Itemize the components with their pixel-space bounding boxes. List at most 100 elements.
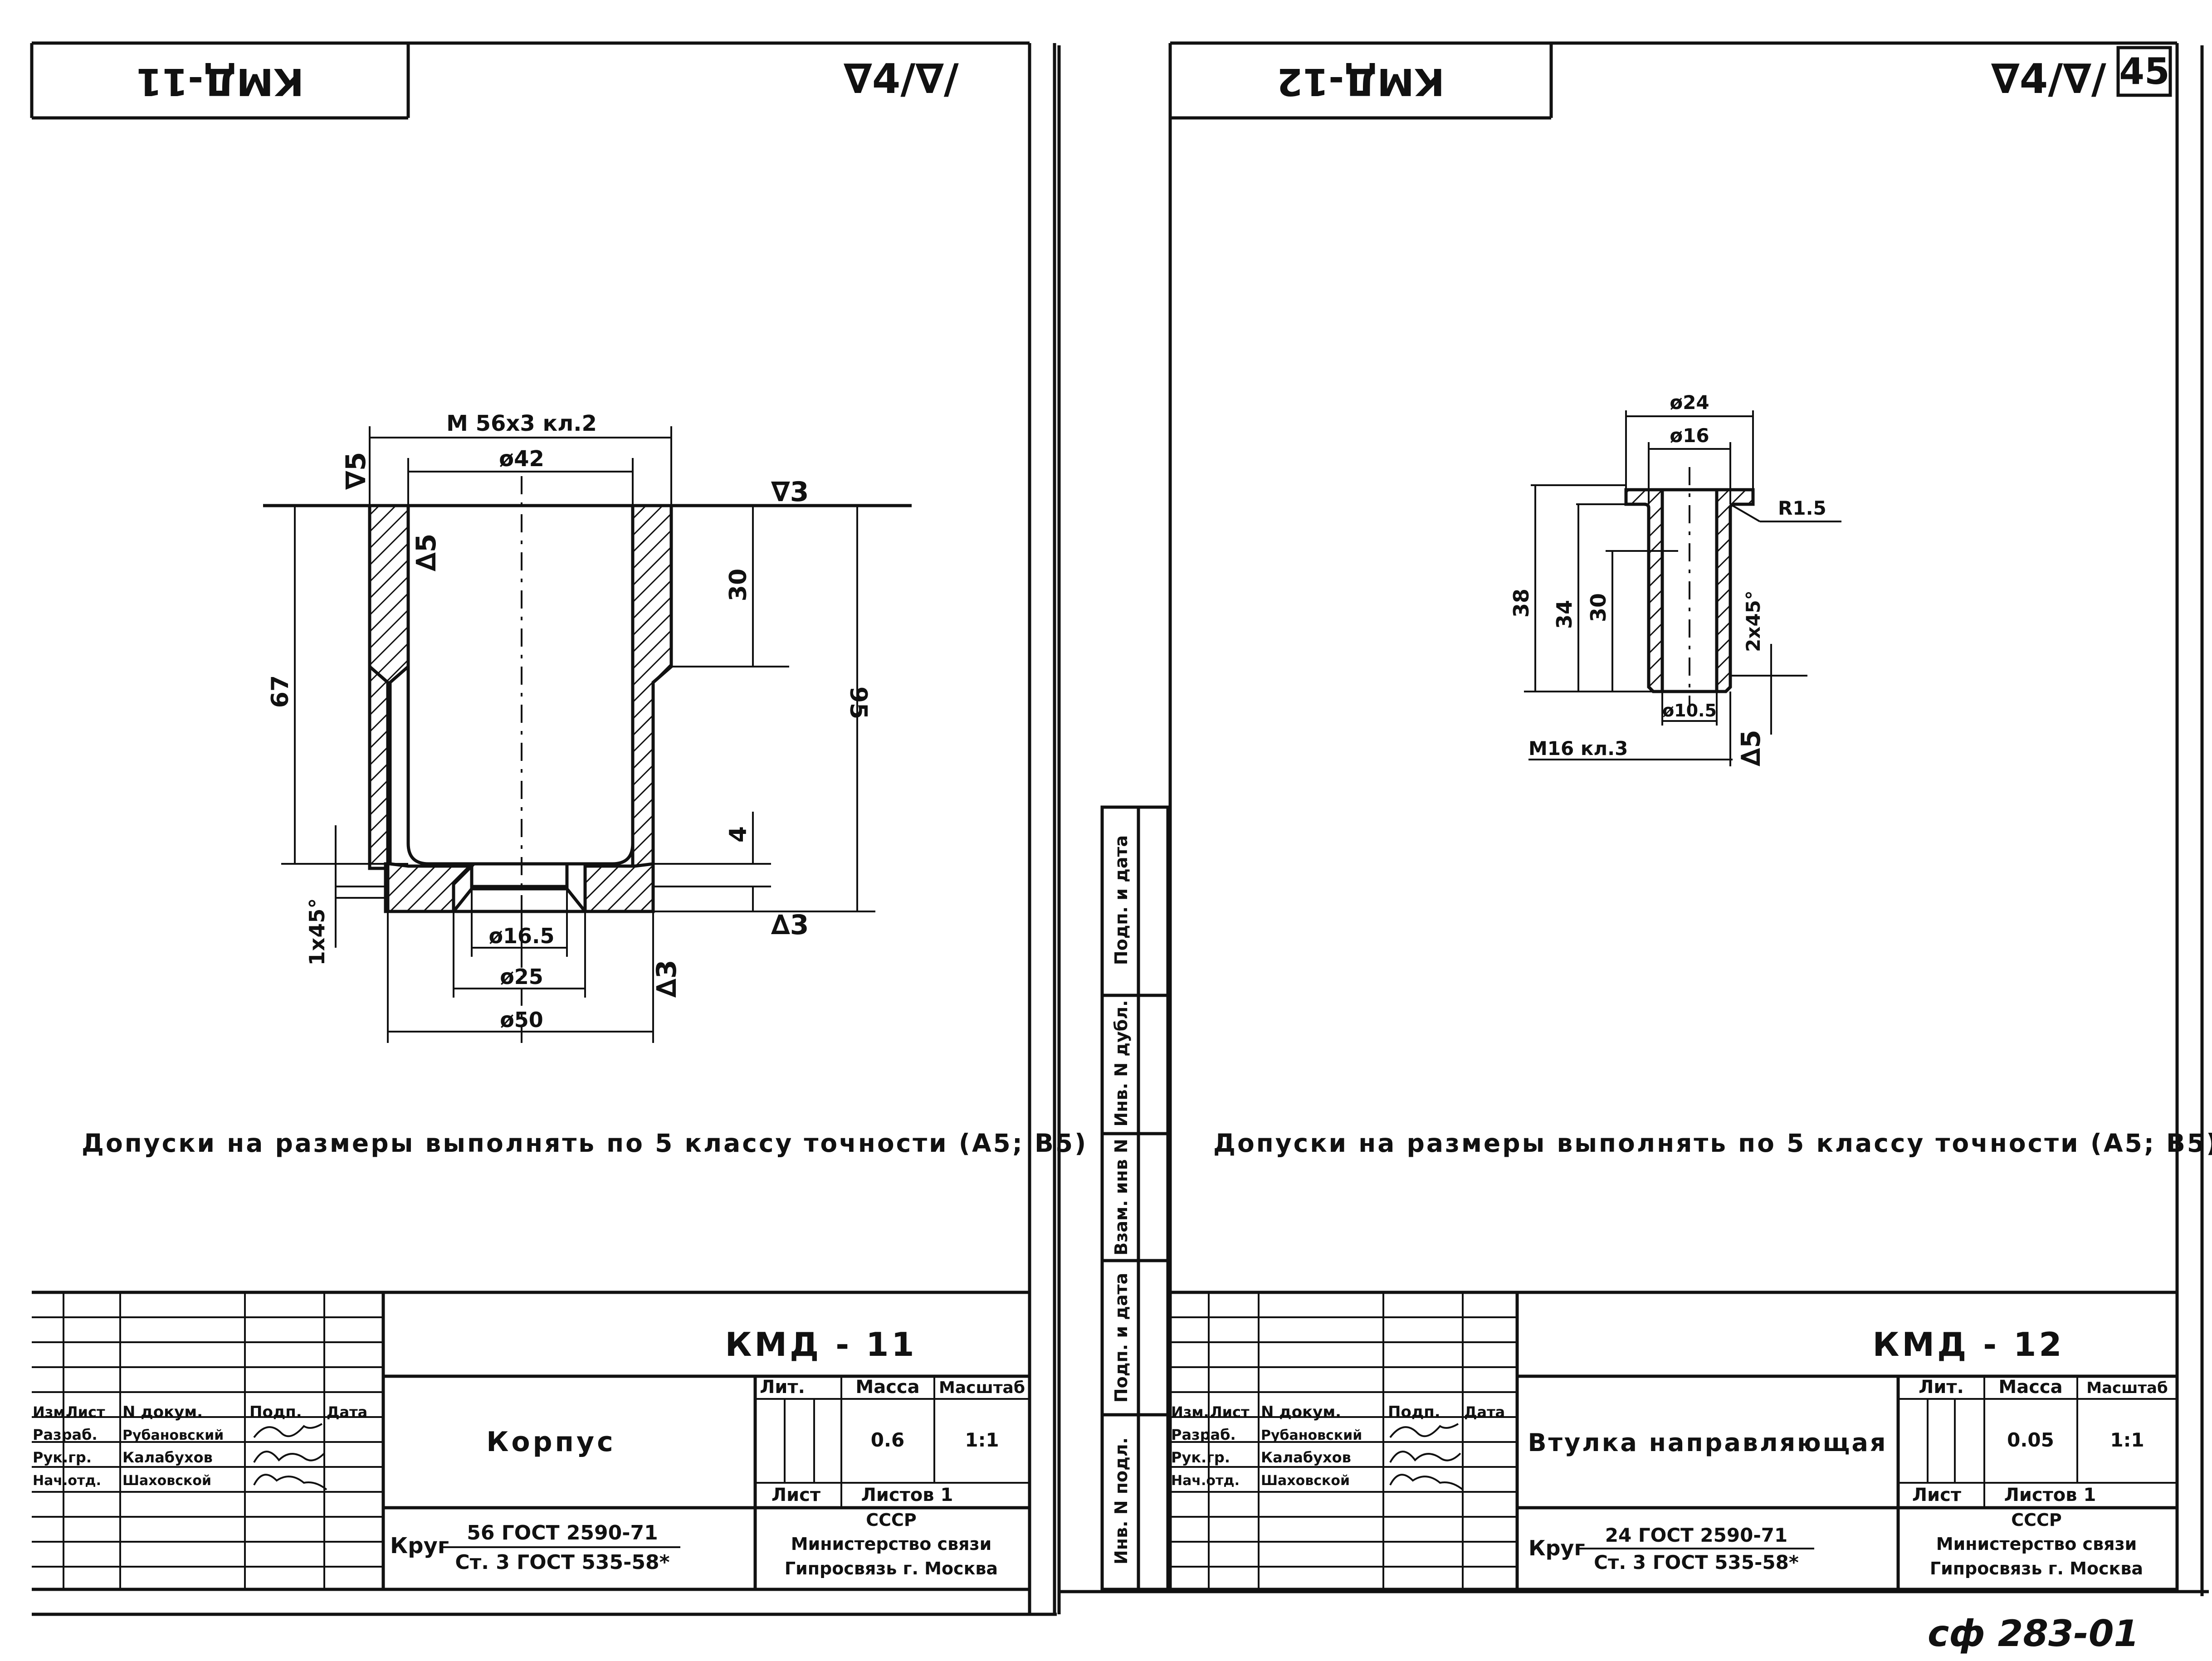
row-role: Нач.отд.	[33, 1473, 101, 1489]
side-stamp-vzam: Взам. инв N	[1111, 1139, 1131, 1255]
dim-d10-5: ø10.5	[1662, 701, 1717, 721]
side-stamp-inv-podl: Инв. N подл.	[1111, 1437, 1131, 1564]
sheet-frames	[30, 41, 2209, 1616]
org-line3: Гипросвязь г. Москва	[1930, 1559, 2143, 1578]
page-number-box: 45	[2116, 46, 2172, 97]
org-line1: СССР	[866, 1510, 917, 1530]
scale-value: 1:1	[2110, 1429, 2144, 1451]
left-roughness-mark: ∇4/∇/	[844, 55, 959, 103]
material-top: 24 ГОСТ 2590-71	[1605, 1524, 1787, 1546]
material-bottom: Ст. 3 ГОСТ 535-58*	[1594, 1551, 1799, 1573]
row-role: Рук.гр.	[33, 1449, 92, 1466]
dim-height-95: 95	[845, 687, 872, 719]
title-code: КМД - 12	[1873, 1325, 2065, 1364]
right-roughness-mark: ∇4/∇/	[1991, 55, 2106, 103]
signature	[1389, 1451, 1461, 1463]
signature	[253, 1474, 327, 1491]
dim-height-34: 34	[1552, 600, 1577, 629]
roughness-label: ∆3	[651, 960, 683, 998]
row-role: Изм.	[1171, 1403, 1209, 1421]
material-top: 56 ГОСТ 2590-71	[467, 1521, 658, 1544]
row-role: Рук.гр.	[1171, 1449, 1230, 1466]
row-name: Рубановский	[122, 1427, 224, 1443]
header-scale: Масштаб	[939, 1378, 1025, 1397]
row-name: Калабухов	[1261, 1449, 1351, 1466]
dim-thread-m56: M 56x3 кл.2	[446, 411, 597, 436]
row-sign: Подп.	[1388, 1403, 1440, 1421]
title-code: КМД - 11	[725, 1325, 917, 1364]
roughness-label: ∆3	[771, 909, 809, 941]
tolerance-note-left: Допуски на размеры выполнять по 5 классу…	[82, 1129, 1088, 1158]
sheet-label: Лист	[1912, 1485, 1962, 1505]
dim-height-38: 38	[1509, 589, 1533, 618]
dim-height-30: 30	[1586, 593, 1611, 622]
side-stamp-podp-2: Подп. и дата	[1111, 835, 1131, 965]
dim-d25: ø25	[500, 964, 543, 989]
row-name: Лист	[66, 1403, 105, 1421]
dim-height-67: 67	[267, 675, 294, 708]
row-sign: Подп.	[249, 1403, 302, 1421]
dim-height-4: 4	[725, 826, 752, 843]
mass-value: 0.6	[871, 1429, 904, 1451]
part-name: Корпус	[486, 1426, 615, 1458]
doc-code: сф 283-01	[1928, 1612, 2139, 1655]
left-top-stamp: КМД-11	[136, 60, 304, 103]
row-name: Рубановский	[1261, 1427, 1362, 1443]
org-line2: Министерство связи	[1936, 1534, 2137, 1554]
roughness-label: ∆5	[1735, 730, 1766, 766]
material-prefix: Круг	[1528, 1536, 1585, 1560]
side-stamp-podp-1: Подп. и дата	[1111, 1273, 1131, 1403]
right-top-stamp: КМД-12	[1277, 60, 1445, 103]
tolerance-note-right: Допуски на размеры выполнять по 5 классу…	[1213, 1129, 2212, 1158]
signature	[253, 1451, 325, 1463]
row-name: Калабухов	[122, 1449, 213, 1466]
dim-d16-5: ø16.5	[488, 924, 554, 948]
org-line3: Гипросвязь г. Москва	[785, 1559, 998, 1578]
row-role: Разраб.	[33, 1426, 98, 1443]
row-name: Шаховской	[1261, 1473, 1350, 1489]
dim-chamfer-2x45: 2x45°	[1742, 590, 1764, 652]
dim-thread-m16: M16 кл.3	[1528, 737, 1628, 760]
page-number: 45	[2119, 50, 2169, 93]
row-role: Изм.	[33, 1403, 71, 1421]
roughness-label: ∇3	[771, 476, 809, 508]
signature	[253, 1423, 323, 1438]
org-line2: Министерство связи	[791, 1534, 991, 1554]
signature	[1389, 1474, 1464, 1491]
sheets-label: Листов 1	[2004, 1485, 2096, 1505]
sheets-label: Листов 1	[861, 1485, 953, 1505]
signature	[1389, 1423, 1459, 1438]
side-stamp: Инв. N подл. Подп. и дата Взам. инв N Ин…	[1100, 805, 1170, 1591]
header-lit: Лит.	[760, 1377, 805, 1398]
material-prefix: Круг	[390, 1533, 449, 1559]
header-mass: Масса	[855, 1377, 919, 1398]
right-title-block: КМД - 12 Втулка направляющая Лит. Масса …	[1170, 1291, 2177, 1591]
material-bottom: Ст. 3 ГОСТ 535-58*	[455, 1551, 669, 1574]
row-date: Дата	[1464, 1403, 1505, 1421]
dim-bore-d42: ø42	[499, 446, 544, 472]
mass-value: 0.05	[2007, 1429, 2054, 1451]
row-role: Нач.отд.	[1171, 1473, 1240, 1489]
org-line1: СССР	[2011, 1510, 2062, 1530]
dim-d50: ø50	[500, 1008, 543, 1032]
side-stamp-dubl: Инв. N дубл.	[1111, 1000, 1131, 1126]
header-mass: Масса	[1998, 1377, 2062, 1398]
dim-d16: ø16	[1670, 424, 1709, 447]
row-doc: N докум.	[122, 1403, 203, 1421]
sheet-label: Лист	[772, 1485, 821, 1505]
header-scale: Масштаб	[2086, 1379, 2168, 1397]
dim-r1-5: R1.5	[1778, 497, 1826, 519]
row-doc: N докум.	[1261, 1403, 1341, 1421]
row-role: Разраб.	[1171, 1426, 1236, 1443]
header-lit: Лит.	[1919, 1377, 1964, 1398]
scale-value: 1:1	[965, 1429, 999, 1451]
bushing-drawing: ø24 ø16 R1.5 38 34 30 2x45° ø10.5 M16 кл…	[1509, 391, 1841, 766]
left-title-block: КМД - 11 Корпус Лит. Масса Масштаб 0.6 1…	[32, 1291, 1030, 1591]
dim-height-30: 30	[725, 569, 752, 601]
row-name: Шаховской	[122, 1473, 211, 1489]
part-name: Втулка направляющая	[1528, 1428, 1888, 1457]
row-name: Лист	[1210, 1403, 1250, 1421]
row-date: Дата	[327, 1403, 367, 1421]
roughness-label: ∇5	[340, 452, 372, 490]
